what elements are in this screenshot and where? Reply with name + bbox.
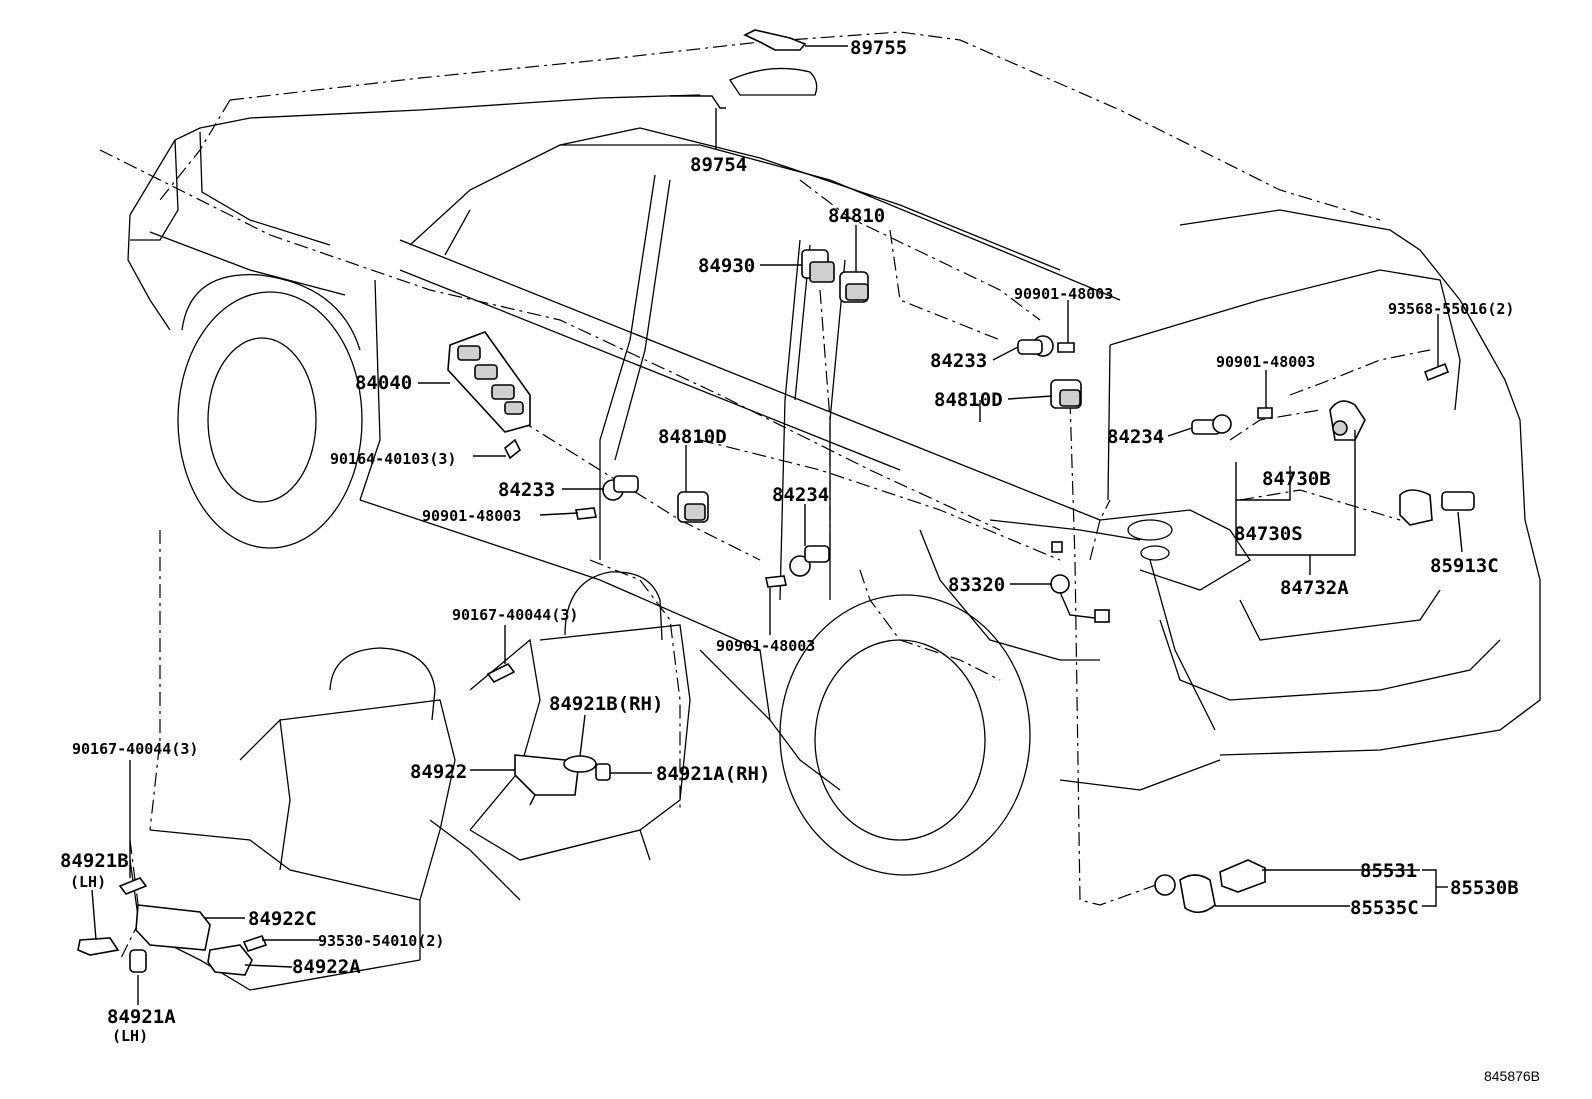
part-screw-90901-left[interactable] (575, 507, 597, 520)
label-84040: 84040 (355, 372, 412, 394)
label-84233-right: 84233 (930, 350, 987, 372)
label-lh-2: (LH) (112, 1027, 148, 1045)
label-84810d-right: 84810D (934, 389, 1003, 411)
label-84921b-rh: 84921B(RH) (549, 693, 663, 715)
part-screw-93530[interactable] (242, 935, 268, 952)
part-84233-left[interactable] (602, 475, 639, 501)
label-84730s: 84730S (1234, 523, 1303, 545)
part-89754[interactable] (670, 67, 818, 109)
label-90901-48003-bottom: 90901-48003 (716, 637, 815, 655)
label-90167-40044-left: 90167-40044(3) (72, 740, 198, 758)
phantom-lines (99, 31, 1431, 961)
part-85535c[interactable] (1154, 874, 1216, 914)
label-85531: 85531 (1360, 860, 1417, 882)
label-84234-right: 84234 (1107, 426, 1164, 448)
label-84922: 84922 (410, 761, 467, 783)
label-84921a-rh: 84921A(RH) (656, 763, 770, 785)
part-84233-right[interactable] (1017, 335, 1054, 357)
label-90167-40044-middle: 90167-40044(3) (452, 606, 578, 624)
part-84922c[interactable] (135, 904, 211, 951)
part-84732a[interactable] (1329, 400, 1366, 441)
label-89754: 89754 (690, 154, 747, 176)
label-84921a-lh: 84921A (107, 1006, 176, 1028)
seats (129, 571, 691, 991)
label-84732a: 84732A (1280, 577, 1349, 599)
part-84921b-rh[interactable] (563, 755, 597, 773)
part-84810d-right[interactable] (1050, 379, 1082, 409)
reference-code: 845876B (1484, 1068, 1540, 1084)
part-screw-90901-right[interactable] (1257, 407, 1273, 419)
label-84921b-lh: 84921B (60, 850, 129, 872)
part-84930[interactable] (801, 249, 835, 283)
part-screw-90901-top[interactable] (1057, 342, 1075, 353)
label-84810d-left: 84810D (658, 426, 727, 448)
label-93568-55016: 93568-55016(2) (1388, 300, 1514, 318)
label-84810: 84810 (828, 205, 885, 227)
label-84930: 84930 (698, 255, 755, 277)
part-screw-90167-middle[interactable] (486, 662, 516, 684)
part-screw-90164[interactable] (503, 438, 522, 460)
part-84040[interactable] (447, 331, 531, 433)
part-84810d-left[interactable] (677, 491, 709, 523)
part-screw-93568[interactable] (1423, 362, 1450, 382)
label-90901-48003-top: 90901-48003 (1014, 285, 1113, 303)
leader-lines (91, 45, 1463, 1005)
label-83320: 83320 (948, 574, 1005, 596)
part-83320[interactable] (1050, 541, 1110, 623)
part-labels: 89755 89754 84810 84930 90901-48003 9356… (60, 37, 1519, 1045)
part-84921b-lh[interactable] (77, 937, 120, 956)
label-90164-40103: 90164-40103(3) (330, 450, 456, 468)
label-90901-48003-left: 90901-48003 (422, 507, 521, 525)
label-93530-54010: 93530-54010(2) (318, 932, 444, 950)
label-84233-left: 84233 (498, 479, 555, 501)
vehicle-body (127, 94, 1541, 876)
part-screw-90901-bottom[interactable] (765, 575, 787, 588)
part-84922a[interactable] (207, 944, 253, 976)
label-90901-48003-right: 90901-48003 (1216, 353, 1315, 371)
part-screw-90167-left[interactable] (118, 877, 148, 895)
part-85531[interactable] (1219, 859, 1266, 893)
part-84234-middle[interactable] (789, 545, 830, 577)
part-85913c[interactable] (1399, 489, 1475, 526)
label-89755: 89755 (850, 37, 907, 59)
part-84921a-lh[interactable] (129, 949, 147, 973)
label-85535c: 85535C (1350, 897, 1419, 919)
label-84922c: 84922C (248, 908, 317, 930)
part-89755[interactable] (743, 29, 807, 51)
part-84234-right[interactable] (1191, 414, 1232, 435)
label-85913c: 85913C (1430, 555, 1499, 577)
part-84921a-rh[interactable] (595, 763, 611, 781)
label-84730b: 84730B (1262, 468, 1331, 490)
part-84810[interactable] (839, 271, 869, 303)
label-84922a: 84922A (292, 956, 361, 978)
label-lh-1: (LH) (70, 873, 106, 891)
label-85530b: 85530B (1450, 877, 1519, 899)
label-84234-middle: 84234 (772, 484, 829, 506)
